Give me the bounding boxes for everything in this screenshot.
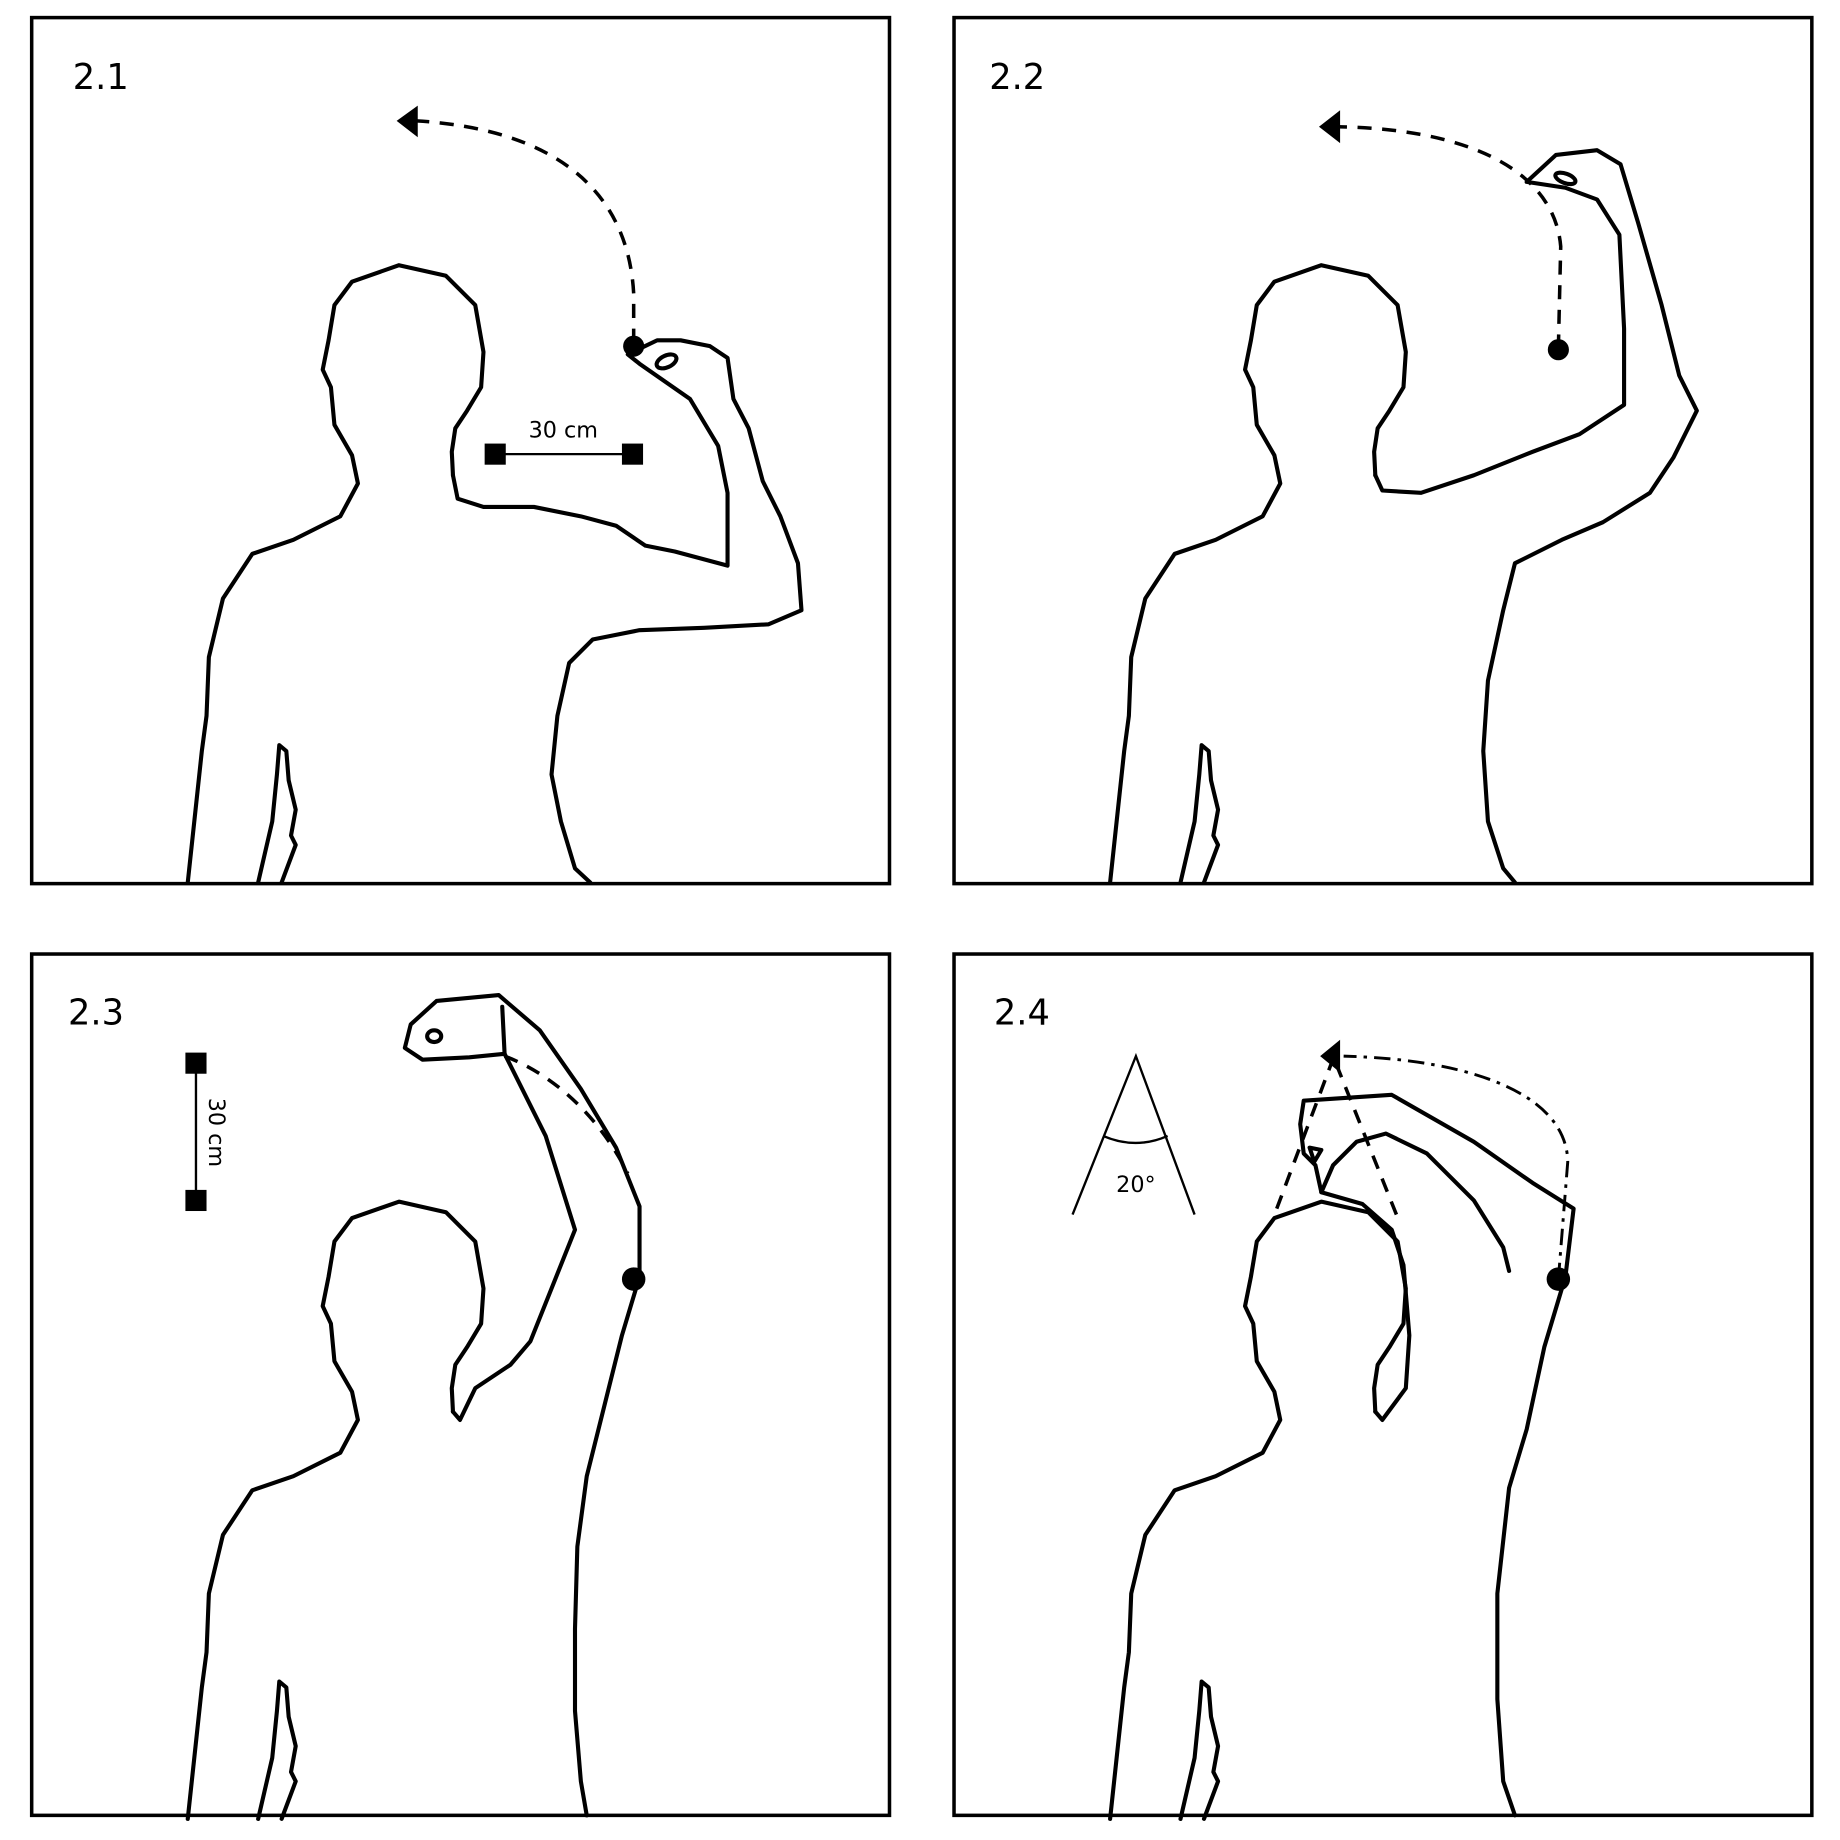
- panel-label: 2.2: [989, 57, 1045, 98]
- person-silhouette: [188, 265, 804, 885]
- scale-label: 30 cm: [203, 1098, 229, 1167]
- reach-lines: [1275, 1061, 1399, 1216]
- panel-frame: [29, 952, 892, 1818]
- motion-path: [1337, 124, 1563, 349]
- motion-path: [503, 1054, 630, 1175]
- arrow-head-icon: [1318, 110, 1341, 144]
- motion-path: [416, 119, 636, 343]
- panel-2-4: 2.4 20°: [952, 952, 1814, 1819]
- scale-bar: 30 cm: [185, 1052, 229, 1212]
- panel-2-1: 2.1 30 cm: [29, 15, 892, 886]
- marker-dot: [623, 335, 645, 357]
- scale-bar: 30 cm: [484, 418, 644, 465]
- motion-path: [1343, 1054, 1570, 1280]
- panel-frame: [952, 15, 1814, 886]
- panel-2-2: 2.2: [952, 15, 1814, 886]
- person-silhouette: [188, 993, 642, 1819]
- marker-dot: [1546, 1267, 1571, 1291]
- angle-indicator: 20°: [1071, 1052, 1196, 1215]
- panel-2-3: 2.3 30 cm: [29, 952, 892, 1819]
- panel-label: 2.4: [994, 992, 1050, 1033]
- marker-dot: [1547, 339, 1569, 361]
- person-silhouette: [1110, 148, 1699, 885]
- panel-label: 2.1: [73, 57, 129, 98]
- angle-label: 20°: [1116, 1172, 1156, 1198]
- arrow-head-icon: [1320, 1039, 1341, 1073]
- scale-label: 30 cm: [529, 418, 598, 444]
- arrow-head-icon: [396, 105, 418, 138]
- marker-dot: [621, 1267, 646, 1291]
- panel-frame: [29, 15, 892, 886]
- person-silhouette: [1110, 1092, 1576, 1819]
- panel-label: 2.3: [68, 992, 124, 1033]
- panel-frame: [952, 952, 1814, 1818]
